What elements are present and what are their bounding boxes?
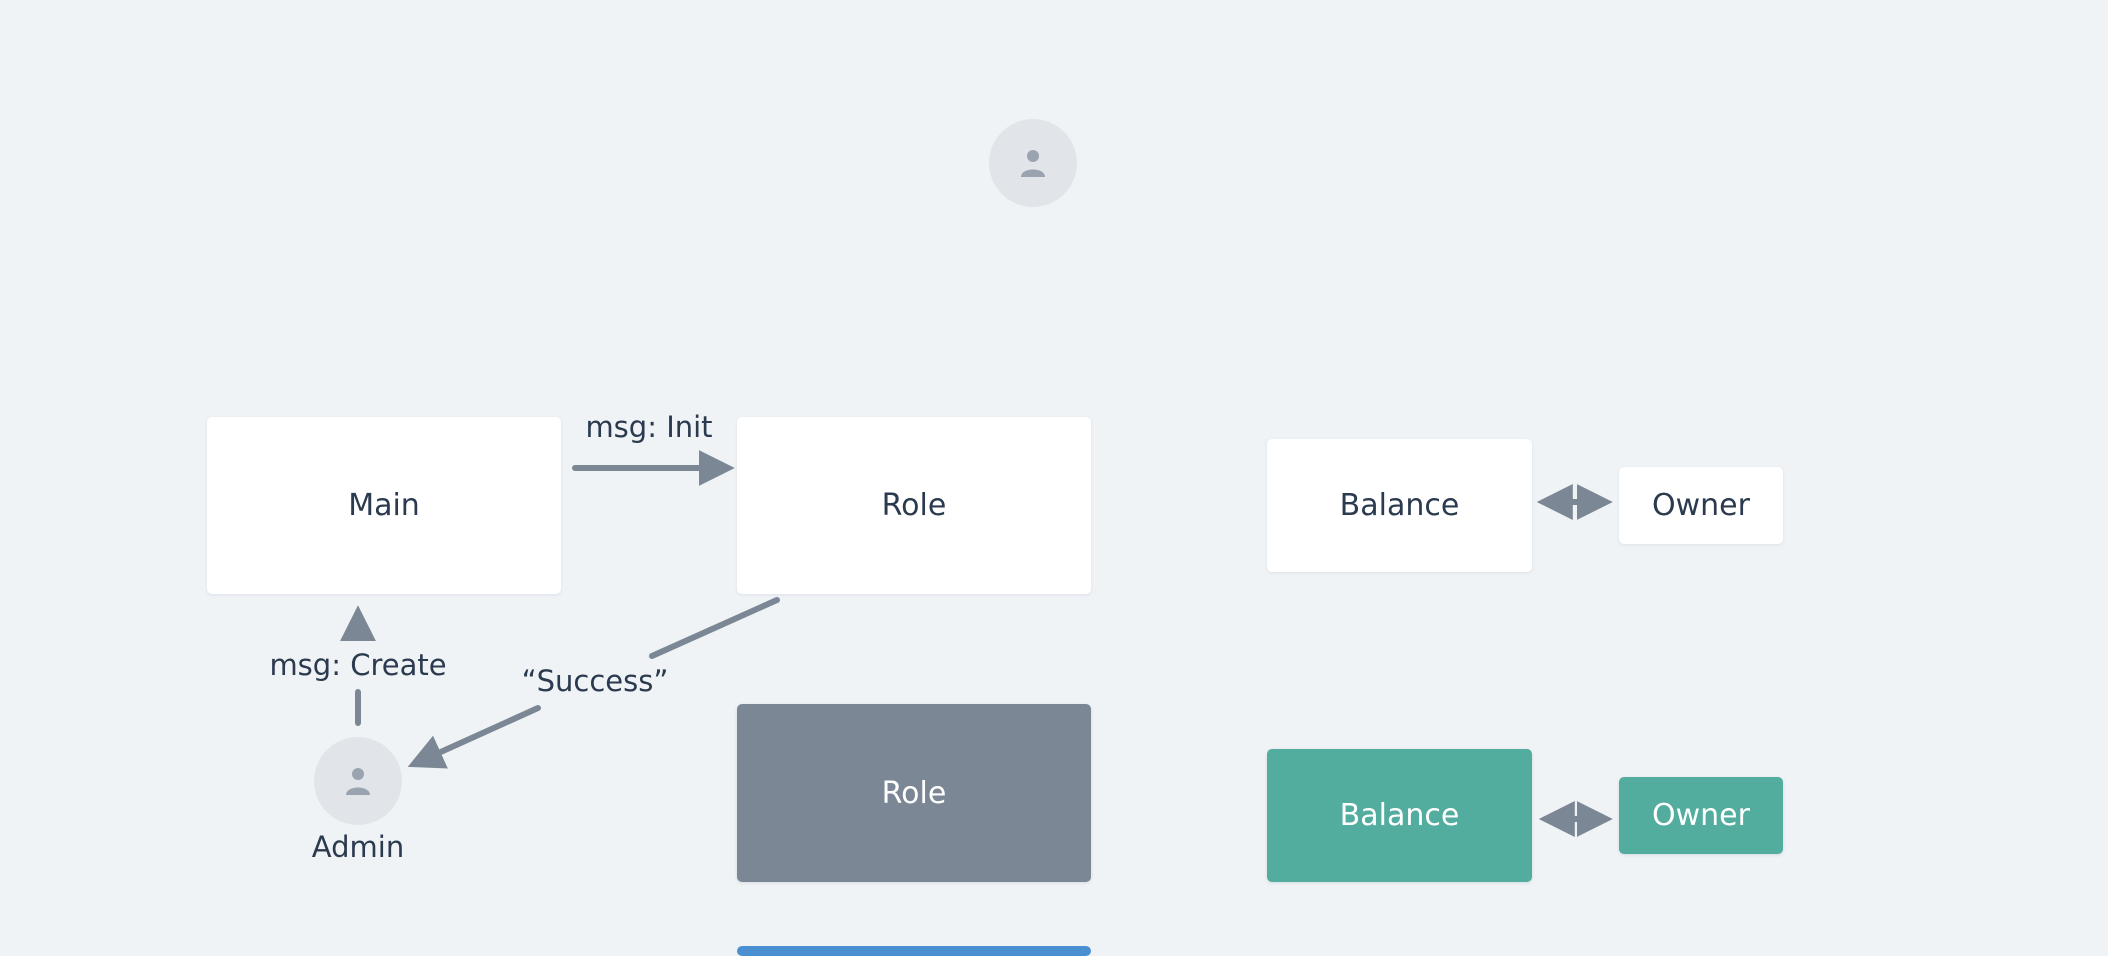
owner-node-teal-label: Owner bbox=[1652, 798, 1750, 833]
admin-avatar[interactable] bbox=[314, 737, 402, 825]
success-label: “Success” bbox=[521, 664, 669, 698]
top-avatar bbox=[989, 119, 1077, 207]
balance-node-teal-label: Balance bbox=[1339, 798, 1460, 833]
balance-node-teal[interactable]: Balance bbox=[1267, 749, 1532, 882]
balance-node[interactable]: Balance bbox=[1267, 439, 1532, 572]
owner-node-teal[interactable]: Owner bbox=[1619, 777, 1783, 854]
success-arrow-upper bbox=[649, 597, 780, 659]
create-label: msg: Create bbox=[269, 648, 447, 682]
init-label: msg: Init bbox=[585, 410, 713, 444]
person-icon bbox=[1021, 150, 1045, 177]
admin-label: Admin bbox=[311, 830, 405, 864]
owner-node[interactable]: Owner bbox=[1619, 467, 1783, 544]
role-node-gray-label: Role bbox=[881, 775, 947, 811]
owner-node-label: Owner bbox=[1652, 488, 1750, 523]
role-node-label: Role bbox=[881, 488, 947, 523]
person-icon bbox=[346, 768, 370, 795]
balance-node-label: Balance bbox=[1339, 488, 1460, 523]
main-node[interactable]: Main bbox=[207, 417, 561, 594]
success-arrow-lower bbox=[407, 705, 541, 769]
main-node-label: Main bbox=[348, 488, 420, 523]
role-node[interactable]: Role bbox=[737, 417, 1091, 594]
role-node-gray[interactable]: Role bbox=[737, 704, 1091, 882]
